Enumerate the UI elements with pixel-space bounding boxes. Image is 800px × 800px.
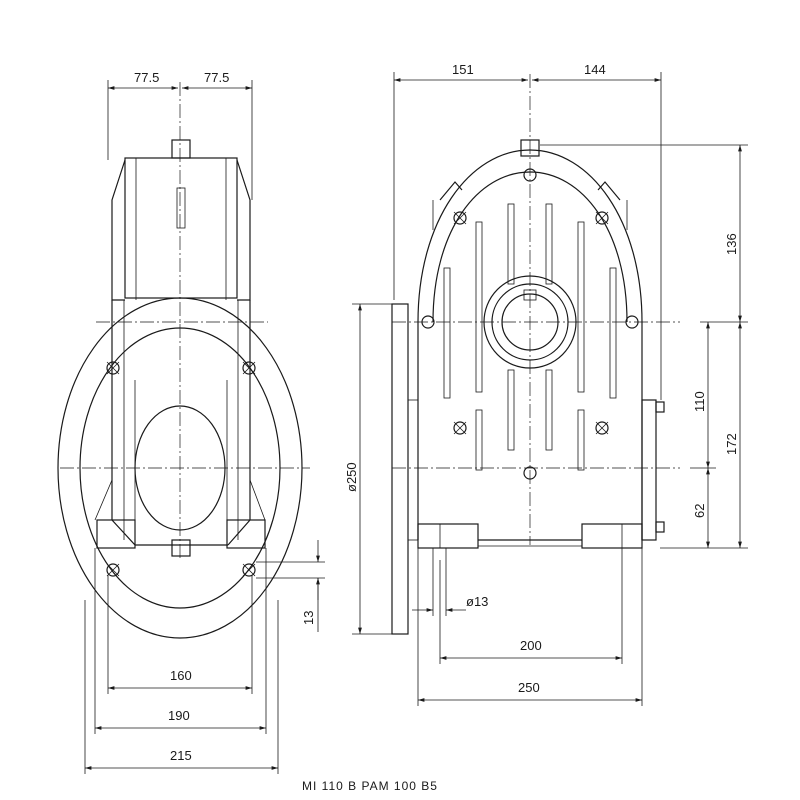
dim-base-height: 62 xyxy=(692,504,707,518)
left-side-view: 77.5 77.5 160 190 215 13 xyxy=(57,70,325,774)
dim-hole-diameter: ø13 xyxy=(466,594,488,609)
dim-hole-center-distance: 200 xyxy=(520,638,542,653)
dim-flange-diameter: ø250 xyxy=(344,462,359,492)
dim-flange-thickness: 13 xyxy=(301,611,316,625)
body-holes xyxy=(421,168,639,480)
dim-right-offset: 144 xyxy=(584,62,606,77)
dim-half-width-left: 77.5 xyxy=(134,70,159,85)
dim-overall-width: 215 xyxy=(170,748,192,763)
dim-hole-spacing: 160 xyxy=(170,668,192,683)
dim-foot-spacing: 190 xyxy=(168,708,190,723)
dim-total-height: 172 xyxy=(724,433,739,455)
flange-holes xyxy=(106,361,256,577)
right-front-view: 151 144 136 110 172 62 ø250 ø13 200 xyxy=(344,62,748,706)
dim-axis-height: 110 xyxy=(692,391,707,412)
dim-top-height: 136 xyxy=(724,233,739,255)
dim-base-width: 250 xyxy=(518,680,540,695)
dim-half-width-right: 77.5 xyxy=(204,70,229,85)
drawing-caption: MI 110 B PAM 100 B5 xyxy=(302,779,438,793)
dim-left-offset: 151 xyxy=(452,62,474,77)
